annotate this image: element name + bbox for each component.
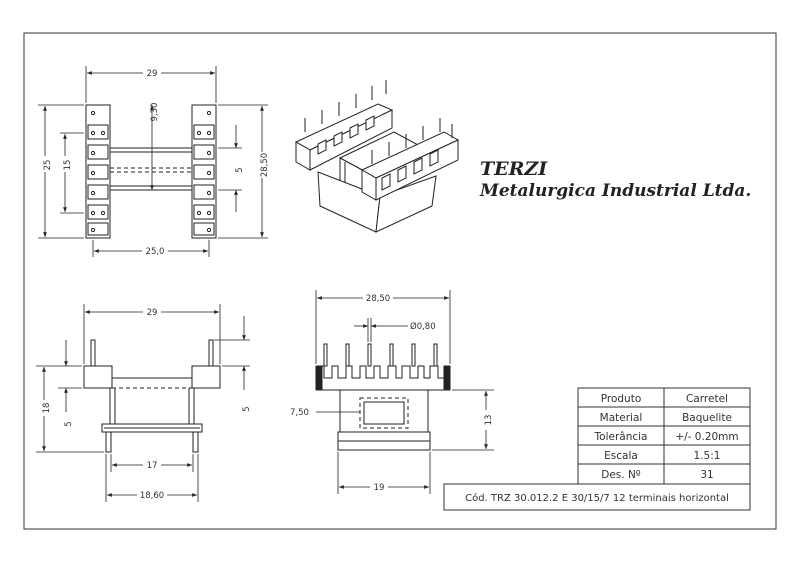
side-view-dimensions bbox=[315, 290, 494, 494]
dim-side-19: 19 bbox=[374, 483, 385, 493]
company-subtitle: Metalurgica Industrial Ltda. bbox=[479, 181, 751, 201]
dim-side-28-50: 28,50 bbox=[366, 294, 390, 304]
dim-side-7-50: 7,50 bbox=[290, 408, 309, 418]
title-value-material: Baquelite bbox=[682, 412, 732, 424]
title-value-des: 31 bbox=[700, 469, 713, 481]
dim-top-9-30: 9,30 bbox=[150, 103, 160, 122]
title-code: Cód. TRZ 30.012.2 E 30/15/7 12 terminais… bbox=[465, 492, 729, 504]
dim-top-15: 15 bbox=[63, 160, 73, 171]
title-label-des: Des. Nº bbox=[601, 469, 641, 481]
title-label-material: Material bbox=[600, 412, 643, 424]
dim-front-29: 29 bbox=[147, 308, 158, 318]
title-value-produto: Carretel bbox=[686, 393, 728, 405]
title-label-tolerancia: Tolerância bbox=[594, 431, 648, 443]
drawing-border bbox=[23, 32, 777, 530]
dim-front-5-right: 5 bbox=[242, 406, 252, 411]
isometric-view bbox=[294, 80, 460, 233]
title-value-escala: 1.5:1 bbox=[694, 450, 721, 462]
front-view bbox=[83, 339, 221, 453]
dim-top-5: 5 bbox=[235, 167, 245, 172]
dim-side-diameter: Ø0,80 bbox=[410, 321, 436, 332]
title-block bbox=[443, 387, 751, 511]
dim-top-width: 29 bbox=[147, 69, 158, 79]
title-label-escala: Escala bbox=[604, 450, 638, 462]
dim-top-28-50: 28,50 bbox=[260, 153, 270, 177]
company-name: TERZI bbox=[480, 158, 548, 180]
front-view-dimensions bbox=[36, 304, 250, 502]
title-value-tolerancia: +/- 0.20mm bbox=[675, 431, 738, 443]
dim-front-5-left: 5 bbox=[64, 421, 74, 426]
side-view bbox=[315, 343, 451, 451]
dim-front-18-60: 18,60 bbox=[140, 491, 164, 501]
dim-front-18: 18 bbox=[42, 403, 52, 414]
dim-top-25: 25 bbox=[43, 160, 53, 171]
dim-front-17: 17 bbox=[147, 461, 158, 471]
dim-side-13: 13 bbox=[484, 415, 494, 426]
dim-top-25-0: 25,0 bbox=[146, 247, 165, 257]
title-label-produto: Produto bbox=[601, 393, 642, 405]
top-view bbox=[85, 104, 217, 239]
